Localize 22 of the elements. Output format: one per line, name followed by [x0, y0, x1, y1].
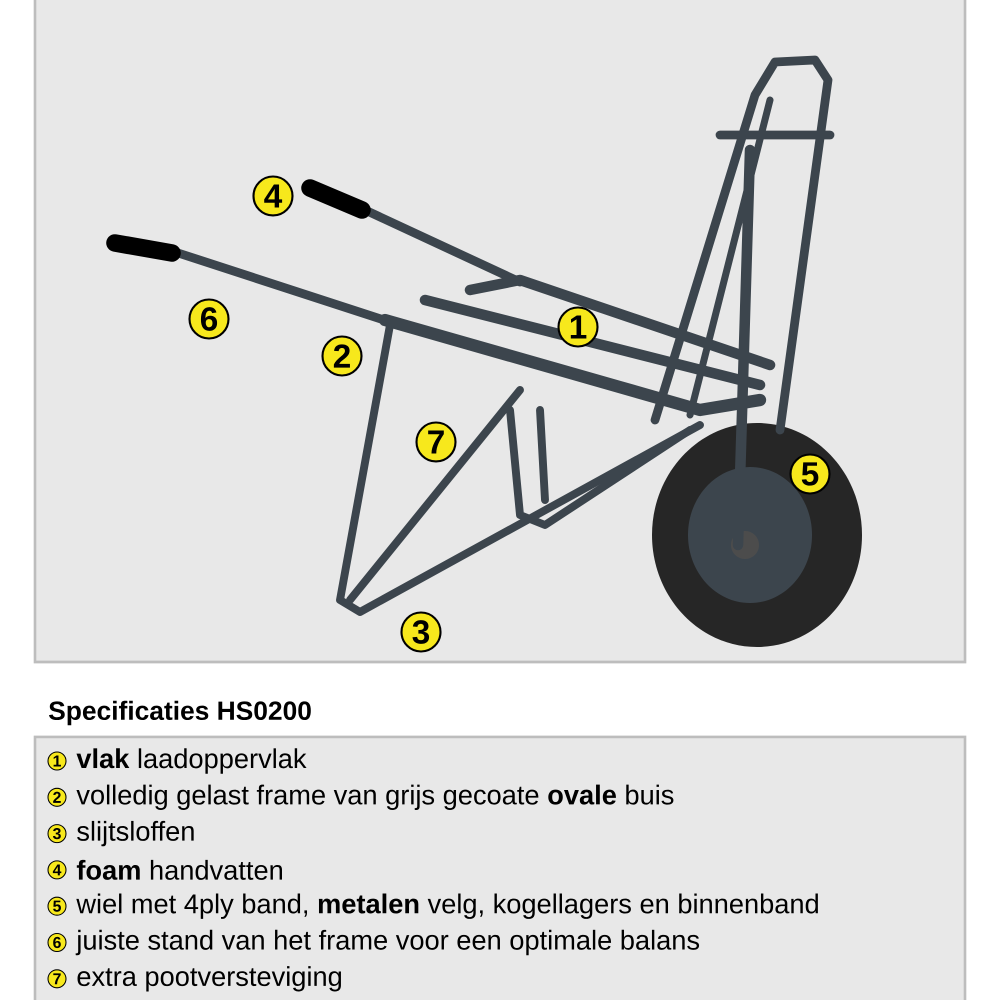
number-badge: 5 [47, 896, 67, 916]
number-badge: 4 [47, 860, 67, 880]
number-badge: 6 [47, 932, 67, 952]
title: Specificaties HS0200 [48, 700, 311, 726]
spec-text: volledig gelast frame van grijs gecoate ovale buis [76, 784, 674, 810]
callout-number: 4 [252, 175, 294, 217]
spec-text: foam handvatten [76, 860, 282, 880]
spec-text: vlak laadoppervlak [76, 748, 307, 774]
callout-number: 6 [188, 298, 230, 340]
number-badge: 2 [47, 788, 67, 807]
number-badge: 7 [47, 969, 67, 988]
spec-text: slijtsloffen [77, 820, 194, 846]
spec-text: wiel met 4ply band, metalen velg, kogellagers en binnenband [76, 894, 818, 919]
callout-number: 5 [789, 453, 831, 495]
spec-text: juiste stand van het frame voor een optimale balans [76, 930, 700, 956]
number-badge: 1 [47, 751, 67, 771]
spec-text: extra pootversteviging [78, 966, 342, 992]
callout-number: 3 [400, 611, 442, 653]
callout-number: 7 [415, 421, 457, 463]
callout-number: 1 [557, 306, 599, 348]
callout-number: 2 [321, 335, 363, 377]
number-badge: 3 [47, 824, 67, 844]
